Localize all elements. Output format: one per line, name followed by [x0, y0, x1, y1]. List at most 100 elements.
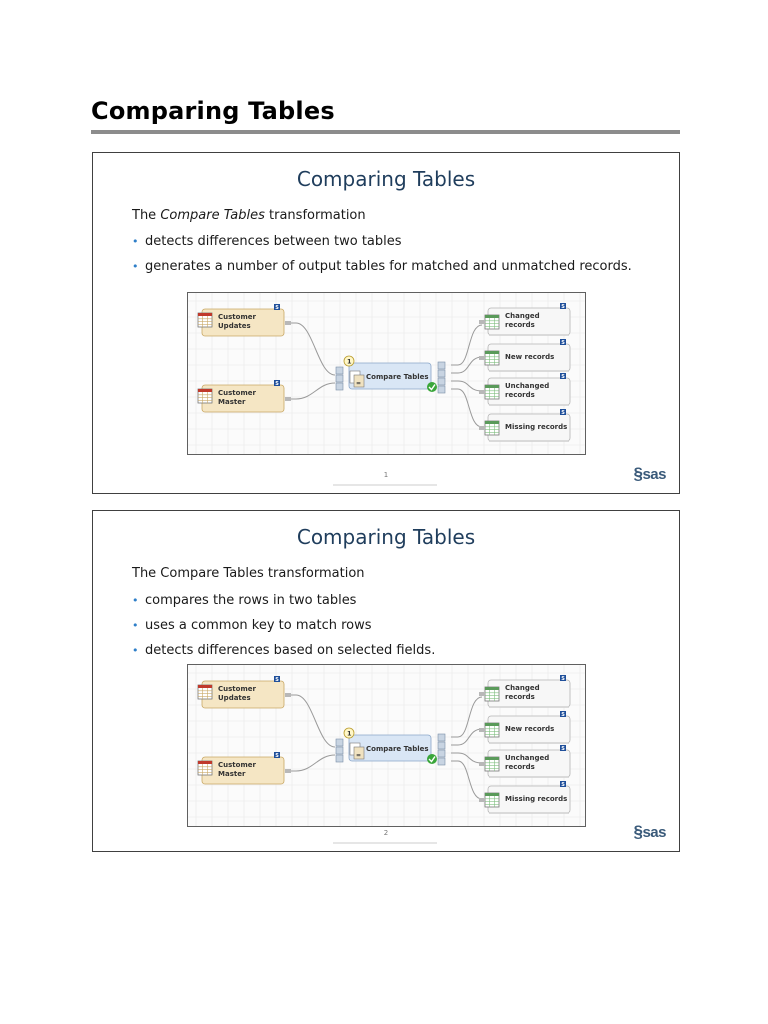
svg-text:S: S [561, 410, 565, 416]
data-grid-icon [484, 420, 500, 436]
svg-text:1: 1 [347, 730, 352, 738]
sas-badge-icon: S [274, 676, 280, 683]
node-label-line1: Unchanged [505, 382, 549, 390]
slide-title: Comparing Tables [296, 525, 476, 549]
port-icon [437, 377, 446, 386]
out-port-icon [285, 321, 291, 325]
out-port-icon [285, 769, 291, 773]
node-label-line1: Changed [505, 684, 540, 692]
sas-table-icon [197, 760, 213, 776]
svg-text:S: S [561, 676, 565, 682]
svg-text:S: S [561, 746, 565, 752]
step-number-icon: 1 [343, 355, 355, 367]
sas-swirl-icon: § [633, 464, 643, 483]
port-icon [437, 369, 446, 378]
port-icon [335, 738, 344, 747]
node-label: New records [505, 725, 554, 733]
svg-text:S: S [275, 381, 279, 387]
sas-logo: §sas [633, 822, 667, 841]
svg-text:S: S [275, 677, 279, 683]
svg-text:1: 1 [347, 358, 352, 366]
bullet-list: •compares the rows in two tables •uses a… [132, 588, 435, 663]
bullet-list: •detects differences between two tables … [132, 229, 632, 279]
data-grid-icon [484, 350, 500, 366]
out-port-icon [285, 397, 291, 401]
port-icon [437, 733, 446, 742]
sas-badge-icon: S [560, 303, 566, 310]
port-icon [335, 746, 344, 755]
checkmark-icon [427, 382, 437, 392]
sas-table-icon [197, 388, 213, 404]
connector-line [451, 752, 483, 764]
heading-rule [91, 130, 680, 134]
in-port-icon [479, 798, 485, 802]
slide-intro: The Compare Tables transformation [132, 566, 365, 581]
connector-line [451, 324, 483, 366]
step-number-icon: 1 [343, 727, 355, 739]
port-icon [335, 374, 344, 383]
flow-canvas: CustomerUpdatesSCustomerMasterS=Compare … [188, 293, 585, 454]
svg-text:S: S [561, 340, 565, 346]
connector-line [451, 380, 483, 392]
output-table-node: Missing records S [479, 409, 571, 442]
bullet-icon: • [132, 594, 139, 607]
connector-lines [288, 322, 483, 428]
page-number: 2 [383, 829, 389, 837]
connector-line [451, 356, 483, 374]
data-grid-icon [484, 756, 500, 772]
svg-text:S: S [275, 305, 279, 311]
sas-badge-icon: S [560, 711, 566, 718]
in-port-icon [479, 356, 485, 360]
bullet-icon: • [132, 235, 139, 248]
data-grid-icon [484, 792, 500, 808]
bullet-icon: • [132, 619, 139, 632]
node-label: Missing records [505, 423, 567, 431]
flow-canvas: CustomerUpdatesSCustomerMasterS=Compare … [188, 665, 585, 826]
bullet-item: •compares the rows in two tables [132, 588, 435, 613]
svg-text:S: S [561, 304, 565, 310]
in-port-icon [479, 390, 485, 394]
page-heading: Comparing Tables [91, 97, 335, 125]
connector-line [288, 754, 336, 772]
node-label: Compare Tables [366, 373, 429, 381]
node-label-line2: Master [218, 770, 246, 778]
node-label-line2: records [505, 321, 535, 329]
connector-lines [288, 694, 483, 800]
sas-badge-icon: S [560, 745, 566, 752]
data-grid-icon [484, 686, 500, 702]
port-icon [437, 741, 446, 750]
compare-tables-icon: = [349, 370, 365, 388]
connector-line [288, 694, 336, 748]
slide-intro: The Compare Tables transformation [132, 208, 366, 223]
node-label-line1: Customer [218, 761, 256, 769]
connector-line [288, 322, 336, 376]
output-table-node: New records S [479, 711, 571, 744]
sas-table-icon [197, 684, 213, 700]
port-icon [335, 366, 344, 375]
port-icon [437, 757, 446, 766]
data-grid-icon [484, 722, 500, 738]
copyright-notice [333, 842, 437, 844]
sas-table-icon [197, 312, 213, 328]
bullet-icon: • [132, 260, 139, 273]
svg-text:S: S [275, 753, 279, 759]
sas-swirl-icon: § [633, 822, 643, 841]
svg-text:S: S [561, 782, 565, 788]
sas-badge-icon: S [274, 380, 280, 387]
node-label-line2: records [505, 693, 535, 701]
node-label-line2: records [505, 763, 535, 771]
in-port-icon [479, 692, 485, 696]
in-port-icon [479, 320, 485, 324]
node-label-line1: Unchanged [505, 754, 549, 762]
sas-badge-icon: S [560, 409, 566, 416]
connector-line [451, 728, 483, 746]
node-box [348, 362, 432, 390]
node-label: New records [505, 353, 554, 361]
